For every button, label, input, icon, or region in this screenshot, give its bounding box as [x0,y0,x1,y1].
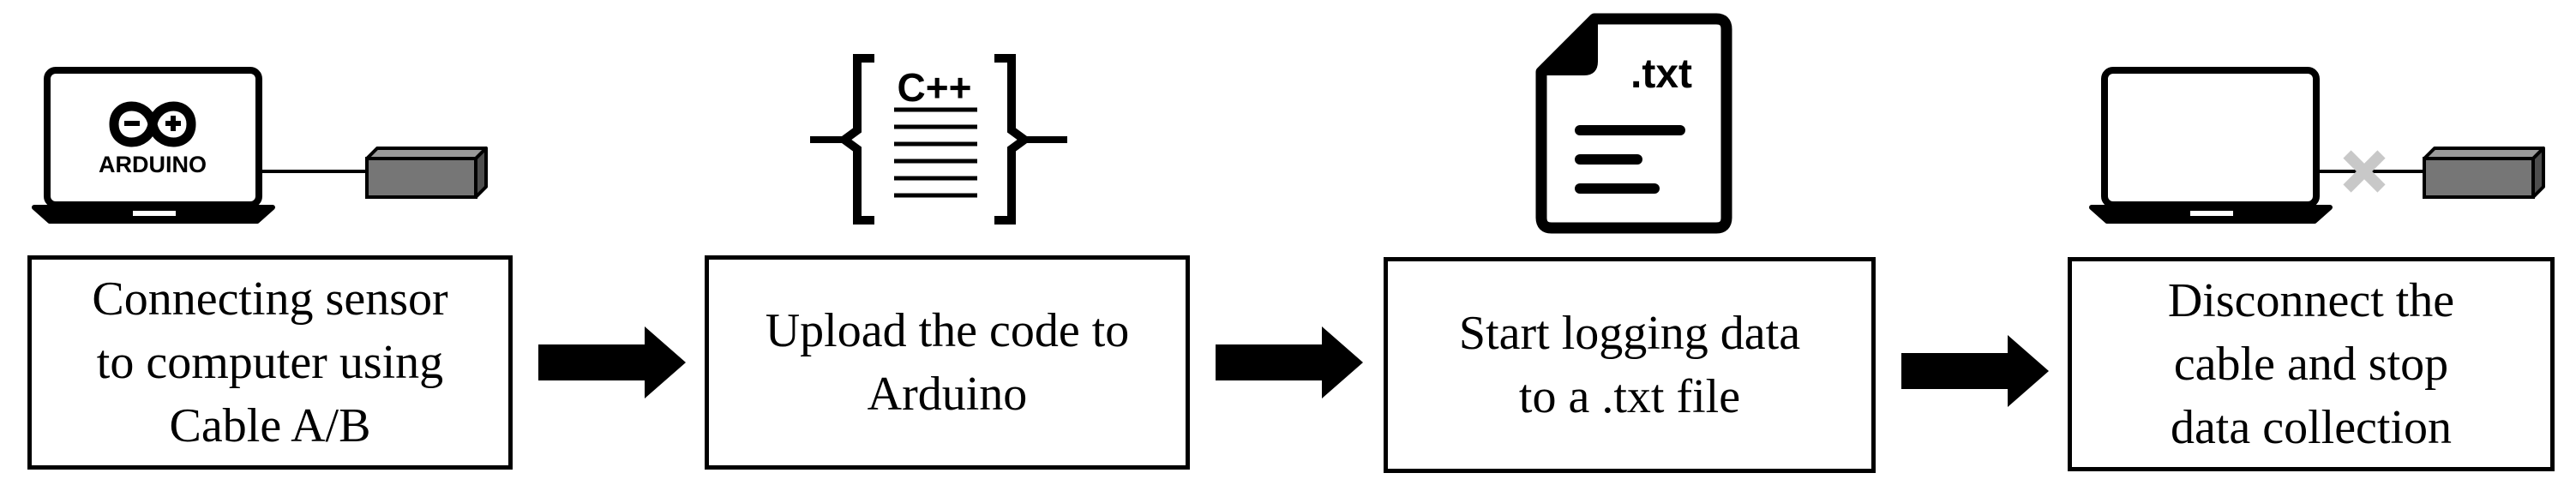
step-box-3: Start logging data to a .txt file [1384,257,1876,473]
arduino-logo-text: ARDUINO [99,152,207,177]
step-label-4: Disconnect the cable and stop data colle… [2167,274,2455,454]
step-label-1: Connecting sensor to computer using Cabl… [92,272,448,452]
flow-arrow-1 [538,326,686,398]
step-label-3: Start logging data to a .txt file [1458,307,1801,423]
step-box-4: Disconnect the cable and stop data colle… [2068,257,2555,471]
flow-arrow-3 [1901,335,2049,407]
step-box-2: Upload the code to Arduino [705,255,1190,470]
step-box-1: Connecting sensor to computer using Cabl… [27,255,513,470]
sensor-icon [365,147,488,199]
cpp-code-icon: C++ [810,54,1067,225]
cpp-label: C++ [898,65,972,110]
arduino-logo-icon: ARDUINO [99,101,207,177]
laptop-arduino-sensor-icon: ARDUINO [32,67,488,224]
txt-file-icon: .txt [1535,13,1732,234]
flow-arrow-2 [1216,326,1363,398]
step-label-2: Upload the code to Arduino [765,304,1130,421]
disconnect-x-icon [2343,150,2386,193]
txt-label: .txt [1630,51,1692,97]
laptop-disconnected-sensor-icon [2089,67,2545,224]
sensor-icon [2423,147,2545,199]
